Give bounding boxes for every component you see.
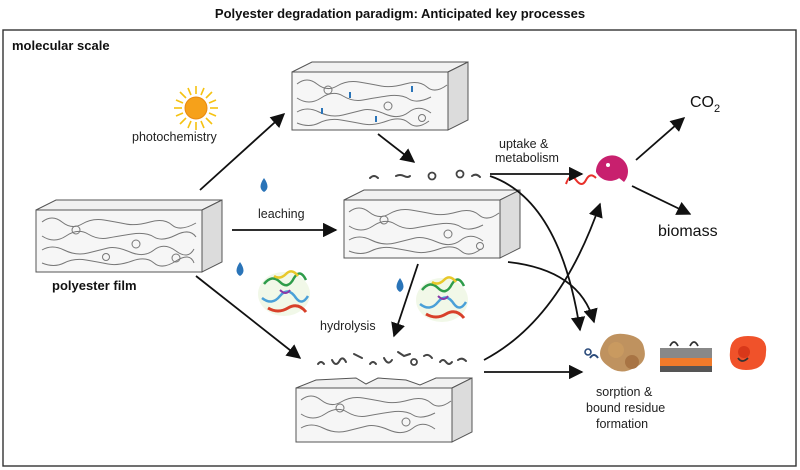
arrow-bottom-uptake bbox=[483, 202, 603, 361]
enzyme-icon bbox=[258, 270, 310, 316]
enzyme-icon bbox=[416, 276, 468, 322]
panel-label: molecular scale bbox=[12, 38, 110, 53]
photochemistry-label: photochemistry bbox=[132, 130, 218, 144]
sorption-label-line3: formation bbox=[596, 417, 648, 431]
co2-label: CO2 bbox=[690, 94, 720, 115]
photo-oxidized-slab bbox=[291, 61, 469, 131]
sorption-label-line1: sorption & bbox=[596, 385, 653, 399]
hydrolyzed-slab bbox=[295, 377, 473, 443]
leaching-label: leaching bbox=[258, 207, 305, 221]
arrow-photochemistry bbox=[199, 113, 286, 191]
layered-sorbent-icon bbox=[660, 341, 712, 372]
biomass-label: biomass bbox=[658, 223, 718, 240]
arrow-hydrolysis-slab bbox=[391, 263, 419, 338]
sun-icon bbox=[174, 86, 218, 130]
water-drop-icon bbox=[260, 178, 268, 192]
sorption-label-line2: bound residue bbox=[586, 401, 665, 415]
oligomer-fragments-bottom bbox=[317, 351, 467, 366]
arrow-hydrolysis-film bbox=[195, 275, 302, 359]
hydrolysis-label: hydrolysis bbox=[320, 319, 376, 333]
arrow-slab-sorption bbox=[507, 261, 598, 324]
water-drop-icon bbox=[396, 278, 404, 292]
arrow-biomass bbox=[631, 185, 692, 215]
microbe-icon bbox=[565, 155, 628, 185]
oligomer-fragments-top bbox=[369, 169, 481, 181]
water-drop-icon bbox=[236, 262, 244, 276]
arrow-fragments-sorption bbox=[489, 175, 586, 332]
figure-title: Polyester degradation paradigm: Anticipa… bbox=[214, 6, 586, 21]
film-label: polyester film bbox=[52, 278, 137, 293]
panel-frame bbox=[2, 29, 797, 467]
leached-slab bbox=[343, 189, 521, 259]
uptake-label-line1: uptake & bbox=[499, 137, 549, 151]
polyester-film-slab bbox=[35, 199, 223, 273]
soil-particle-icon bbox=[584, 333, 645, 372]
process-arrows bbox=[195, 113, 692, 380]
organic-matter-particle-icon bbox=[729, 336, 767, 370]
arrow-co2 bbox=[635, 117, 686, 161]
uptake-label-line2: metabolism bbox=[495, 151, 559, 165]
arrow-to-fragments bbox=[377, 133, 416, 163]
